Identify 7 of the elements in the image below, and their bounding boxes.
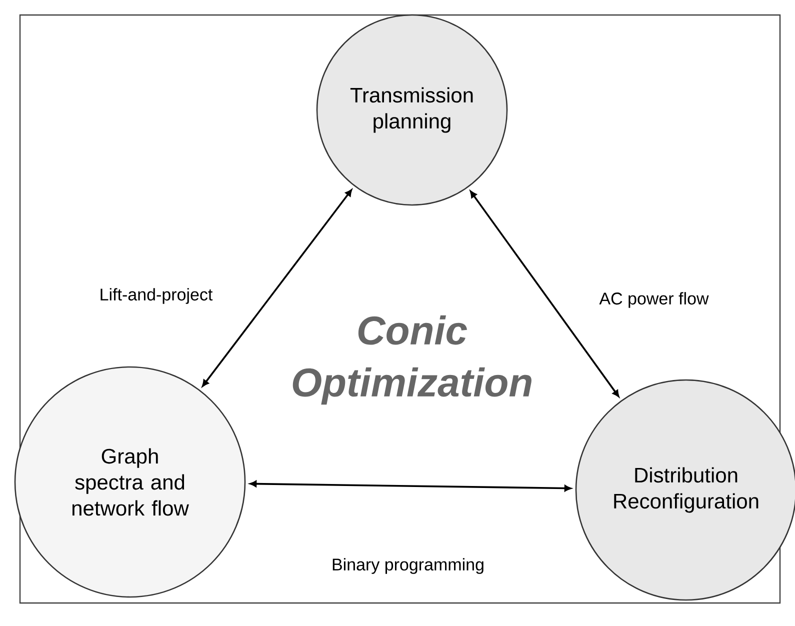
center-title: Conic Optimization [292,315,532,405]
double-arrow [250,480,572,492]
edge-label: Binary programming [329,556,487,576]
edge-label: AC power flow [597,290,711,310]
edge-label: Lift-and-project [97,286,215,306]
double-arrow [202,189,352,387]
double-arrow [470,190,620,397]
